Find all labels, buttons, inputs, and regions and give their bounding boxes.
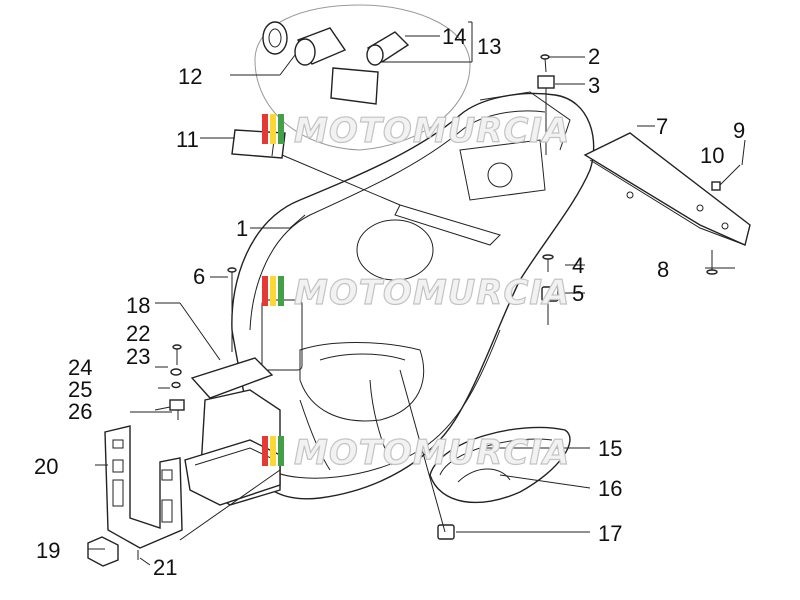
callout-25: 25 bbox=[68, 377, 92, 402]
watermark-stripe-yellow bbox=[270, 276, 276, 306]
callout-13: 13 bbox=[477, 34, 501, 59]
callout-4: 4 bbox=[572, 253, 584, 278]
watermark-stripe-yellow bbox=[270, 436, 276, 466]
battery-box bbox=[184, 389, 281, 506]
screw-22 bbox=[172, 344, 182, 365]
watermark-stripe-yellow bbox=[270, 114, 276, 144]
screw-9 bbox=[724, 164, 741, 181]
watermark-stripe-green bbox=[278, 114, 284, 144]
leader-lines bbox=[88, 21, 746, 566]
callout-9: 9 bbox=[733, 118, 745, 143]
bracket-7 bbox=[583, 132, 751, 246]
callout-2: 2 bbox=[588, 44, 600, 69]
clip-5 bbox=[541, 286, 559, 302]
callout-19: 19 bbox=[36, 538, 60, 563]
watermark-top: MOTOMURCIA bbox=[262, 110, 570, 152]
watermark-text: MOTOMURCIA bbox=[294, 111, 570, 151]
callout-22: 22 bbox=[126, 321, 150, 346]
battery-holder-20 bbox=[104, 425, 183, 549]
clip-26 bbox=[169, 399, 185, 411]
watermark-text: MOTOMURCIA bbox=[294, 433, 570, 473]
callout-14: 14 bbox=[442, 24, 466, 49]
socket-plug bbox=[330, 31, 410, 105]
callout-6: 6 bbox=[193, 264, 205, 289]
callout-12: 12 bbox=[178, 64, 202, 89]
screw-4 bbox=[542, 254, 554, 272]
callout-7: 7 bbox=[656, 114, 668, 139]
callout-8: 8 bbox=[657, 257, 669, 282]
callout-23: 23 bbox=[126, 344, 150, 369]
callout-15: 15 bbox=[598, 436, 622, 461]
callout-16: 16 bbox=[598, 476, 622, 501]
callout-11: 11 bbox=[176, 127, 199, 152]
clip-3 bbox=[537, 75, 555, 89]
watermark-middle: MOTOMURCIA bbox=[262, 272, 570, 314]
callout-20: 20 bbox=[34, 454, 58, 479]
callout-5: 5 bbox=[572, 281, 584, 306]
screw-6 bbox=[227, 267, 237, 300]
socket-ring bbox=[262, 21, 347, 66]
callout-18: 18 bbox=[126, 293, 150, 318]
battery-lid-18 bbox=[190, 357, 274, 399]
clip-17 bbox=[437, 524, 455, 540]
callout-21: 21 bbox=[153, 555, 177, 580]
callout-3: 3 bbox=[588, 73, 600, 98]
cover-strip bbox=[231, 129, 286, 159]
callout-26: 26 bbox=[68, 399, 92, 424]
callout-24: 24 bbox=[68, 355, 92, 380]
callout-labels: 1 2 3 4 5 6 7 8 9 10 11 12 13 14 15 16 1… bbox=[34, 24, 745, 580]
watermark-stripe-red bbox=[262, 114, 268, 144]
clip-19 bbox=[87, 536, 119, 567]
screw-8 bbox=[706, 250, 718, 275]
washer-24 bbox=[170, 368, 182, 376]
screw-2 bbox=[540, 54, 550, 73]
watermark-stripe-green bbox=[278, 276, 284, 306]
watermark-stripe-red bbox=[262, 276, 268, 306]
washer-25 bbox=[171, 381, 181, 389]
helmet-compartment-body bbox=[231, 91, 595, 500]
nut-10 bbox=[711, 181, 721, 191]
watermark-stripe-green bbox=[278, 436, 284, 466]
callout-1: 1 bbox=[236, 216, 248, 241]
callout-10: 10 bbox=[700, 143, 724, 168]
watermark-bottom: MOTOMURCIA bbox=[262, 432, 570, 474]
watermark-stripe-red bbox=[262, 436, 268, 466]
callout-17: 17 bbox=[598, 521, 622, 546]
watermark-text: MOTOMURCIA bbox=[294, 273, 570, 313]
